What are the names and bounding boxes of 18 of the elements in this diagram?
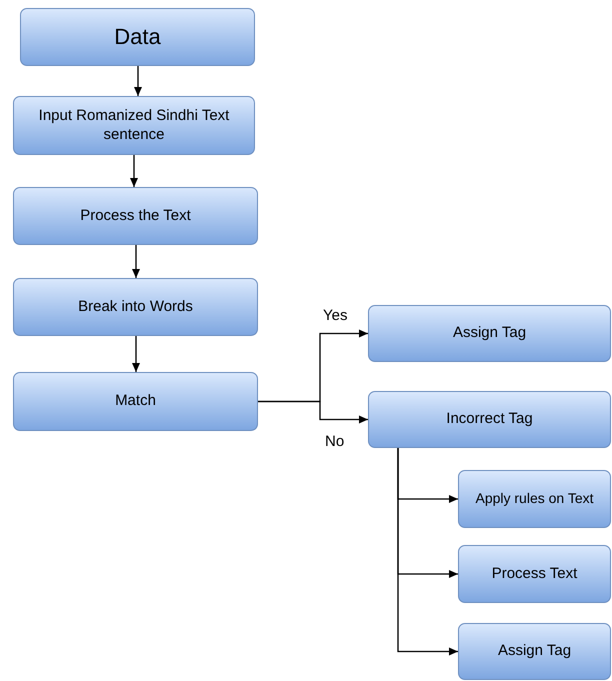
process-box: Process Text bbox=[458, 545, 611, 603]
arrow bbox=[258, 400, 368, 424]
process-box: Process the Text bbox=[13, 187, 258, 245]
process-box: Input Romanized Sindhi Text sentence bbox=[13, 96, 255, 155]
edge-label: Yes bbox=[322, 308, 348, 322]
arrow bbox=[397, 448, 458, 656]
edge-label: No bbox=[324, 434, 346, 448]
arrow bbox=[132, 245, 140, 278]
process-box: Assign Tag bbox=[368, 305, 611, 362]
process-box: Match bbox=[13, 372, 258, 431]
arrow bbox=[134, 66, 142, 96]
process-box: Assign Tag bbox=[458, 623, 611, 680]
process-box: Data bbox=[20, 8, 255, 66]
process-box: Break into Words bbox=[13, 278, 258, 336]
process-box: Apply rules on Text bbox=[458, 470, 611, 528]
arrow bbox=[130, 155, 138, 187]
arrow bbox=[132, 336, 140, 372]
process-box: Incorrect Tag bbox=[368, 391, 611, 448]
